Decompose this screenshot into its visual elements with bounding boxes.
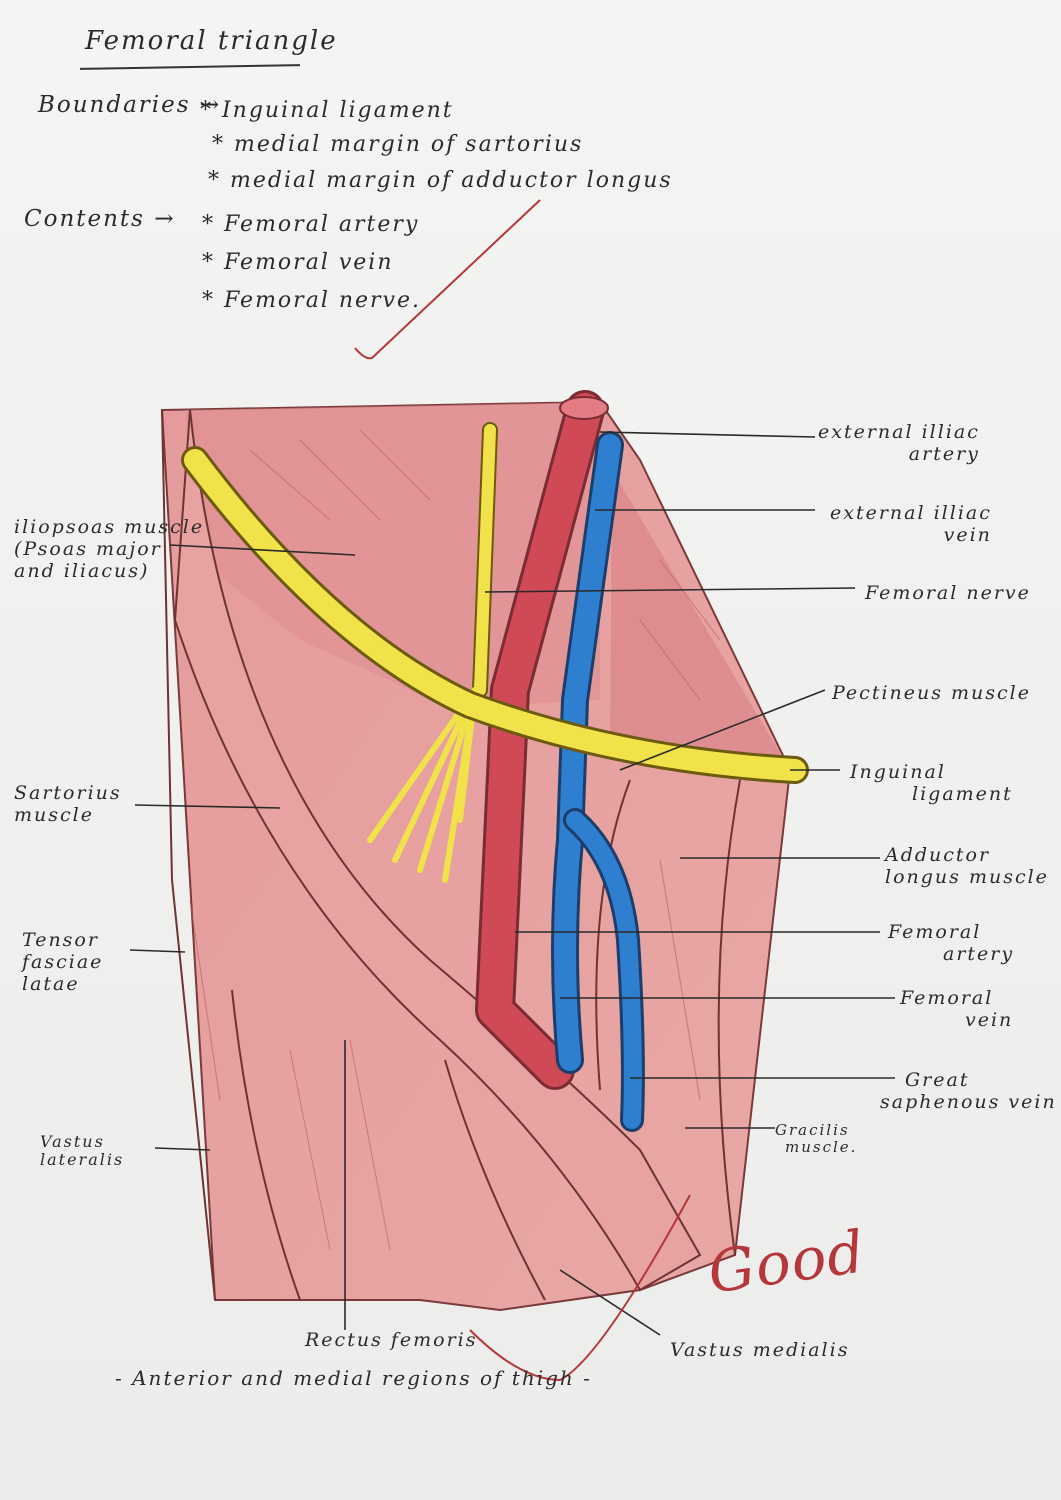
- iliopsoas-muscle: [185, 402, 600, 708]
- rectus-femoris-outline: [444, 1059, 546, 1301]
- inguinal-ligament: [184, 449, 806, 781]
- great-saphenous-vein: [566, 811, 642, 1129]
- femoral-vein: [554, 434, 621, 1071]
- boundary-item-1: * Inguinal ligament: [200, 98, 454, 123]
- page-title: Femoral triangle: [85, 26, 338, 56]
- label-femoral-nerve: Femoral nerve: [865, 582, 1031, 604]
- label-external-iliac-artery: external illiac artery: [818, 421, 980, 465]
- label-sartorius: Sartorius muscle: [14, 782, 122, 826]
- check-mark: [354, 199, 541, 360]
- label-adductor-longus: Adductor longus muscle: [885, 844, 1049, 888]
- label-vastus-lateralis: Vastus lateralis: [40, 1132, 125, 1170]
- content-item-1: * Femoral artery: [202, 212, 420, 237]
- grade-flourish: [469, 1194, 691, 1382]
- label-tensor-fasciae-latae: Tensor fasciae latae: [22, 929, 104, 995]
- label-inguinal-ligament: Inguinal ligament: [850, 761, 1013, 805]
- adductor-longus-outline: [595, 779, 631, 1091]
- label-pectineus: Pectineus muscle: [832, 682, 1032, 704]
- vastus-lateralis-outline: [231, 989, 301, 1301]
- femoral-nerve: [474, 424, 496, 696]
- boundary-item-2: * medial margin of sartorius: [212, 132, 584, 157]
- femoral-artery: [478, 393, 602, 1087]
- tensor-fasciae-latae-outline: [161, 409, 216, 1301]
- label-great-saphenous-vein: Great saphenous vein: [880, 1069, 1057, 1113]
- label-external-iliac-vein: external illiac vein: [830, 502, 992, 546]
- label-rectus-femoris: Rectus femoris: [305, 1329, 478, 1351]
- boundary-item-3: * medial margin of adductor longus: [208, 168, 673, 193]
- content-item-2: * Femoral vein: [202, 250, 394, 275]
- label-femoral-vein: Femoral vein: [900, 987, 1014, 1031]
- sartorius-muscle: [173, 409, 702, 1292]
- artery-lumen: [559, 396, 609, 420]
- label-vastus-medialis: Vastus medialis: [670, 1339, 850, 1361]
- content-item-3: * Femoral nerve.: [202, 288, 421, 313]
- pectineus-muscle: [610, 470, 790, 770]
- contents-heading: Contents →: [24, 206, 176, 232]
- gracilis-outline: [717, 779, 741, 1256]
- label-femoral-artery: Femoral artery: [888, 921, 1015, 965]
- label-gracilis: Gracilis muscle.: [775, 1121, 858, 1157]
- label-iliopsoas: iliopsoas muscle (Psoas major and iliacu…: [14, 516, 205, 582]
- muscle-shading: [189, 429, 721, 1251]
- boundaries-heading: Boundaries →: [38, 92, 222, 118]
- leader-lines: [129, 431, 895, 1336]
- diagram-caption: - Anterior and medial regions of thigh -: [115, 1366, 592, 1390]
